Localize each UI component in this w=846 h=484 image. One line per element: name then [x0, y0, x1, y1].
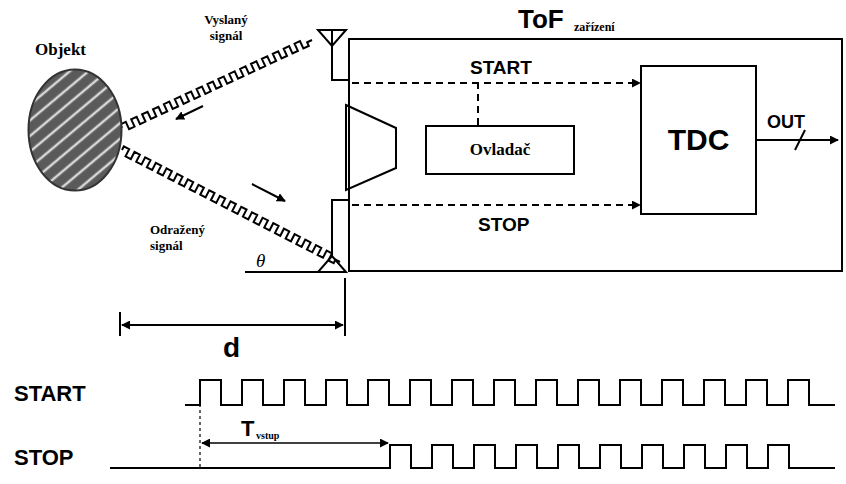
object-ellipse: Objekt [27, 68, 123, 192]
direction-arrow [252, 184, 285, 201]
signal-name: START [470, 57, 532, 79]
timing-waveform [185, 380, 835, 405]
angle-line [245, 271, 340, 273]
box-label: TDC [668, 123, 730, 157]
antenna-wire [332, 30, 349, 80]
time-symbol: T [241, 416, 254, 442]
device-housing: ToFzařízeníOvladačTDC [348, 38, 843, 272]
signal-wave [120, 36, 313, 131]
signal-name: STOP [14, 445, 74, 471]
time-subscript: vstup [256, 430, 279, 441]
object-shape [27, 68, 123, 192]
dimension-tick [344, 278, 346, 336]
signal-caption: Odražený signál [150, 222, 220, 254]
timing-waveform [110, 445, 835, 468]
signal-wave [120, 146, 342, 265]
device-title: ToF [518, 4, 564, 35]
signal-caption: Vyslaný signál [193, 12, 259, 44]
stop-line [352, 204, 640, 206]
device-subtitle: zařízení [574, 20, 615, 35]
angle-symbol: θ [256, 250, 265, 272]
signal-name: STOP [478, 214, 529, 236]
output-label: OUT [767, 112, 805, 133]
dimension-tick [119, 312, 121, 336]
signal-name: START [14, 381, 86, 407]
start-line [352, 82, 478, 84]
time-interval [202, 442, 388, 444]
tdc-box: TDC [640, 65, 757, 215]
signal-connector [478, 83, 640, 125]
dimension-line [122, 324, 343, 326]
sensor-symbol [346, 105, 396, 190]
controller-box: Ovladač [425, 125, 575, 175]
object-label: Objekt [35, 40, 86, 60]
antenna-wire [332, 200, 349, 256]
direction-arrow [176, 106, 203, 119]
box-label: Ovladač [470, 140, 530, 160]
object-outline [29, 70, 122, 191]
distance-label: d [223, 332, 240, 364]
out-line [757, 139, 838, 141]
bus-slash [795, 130, 805, 150]
